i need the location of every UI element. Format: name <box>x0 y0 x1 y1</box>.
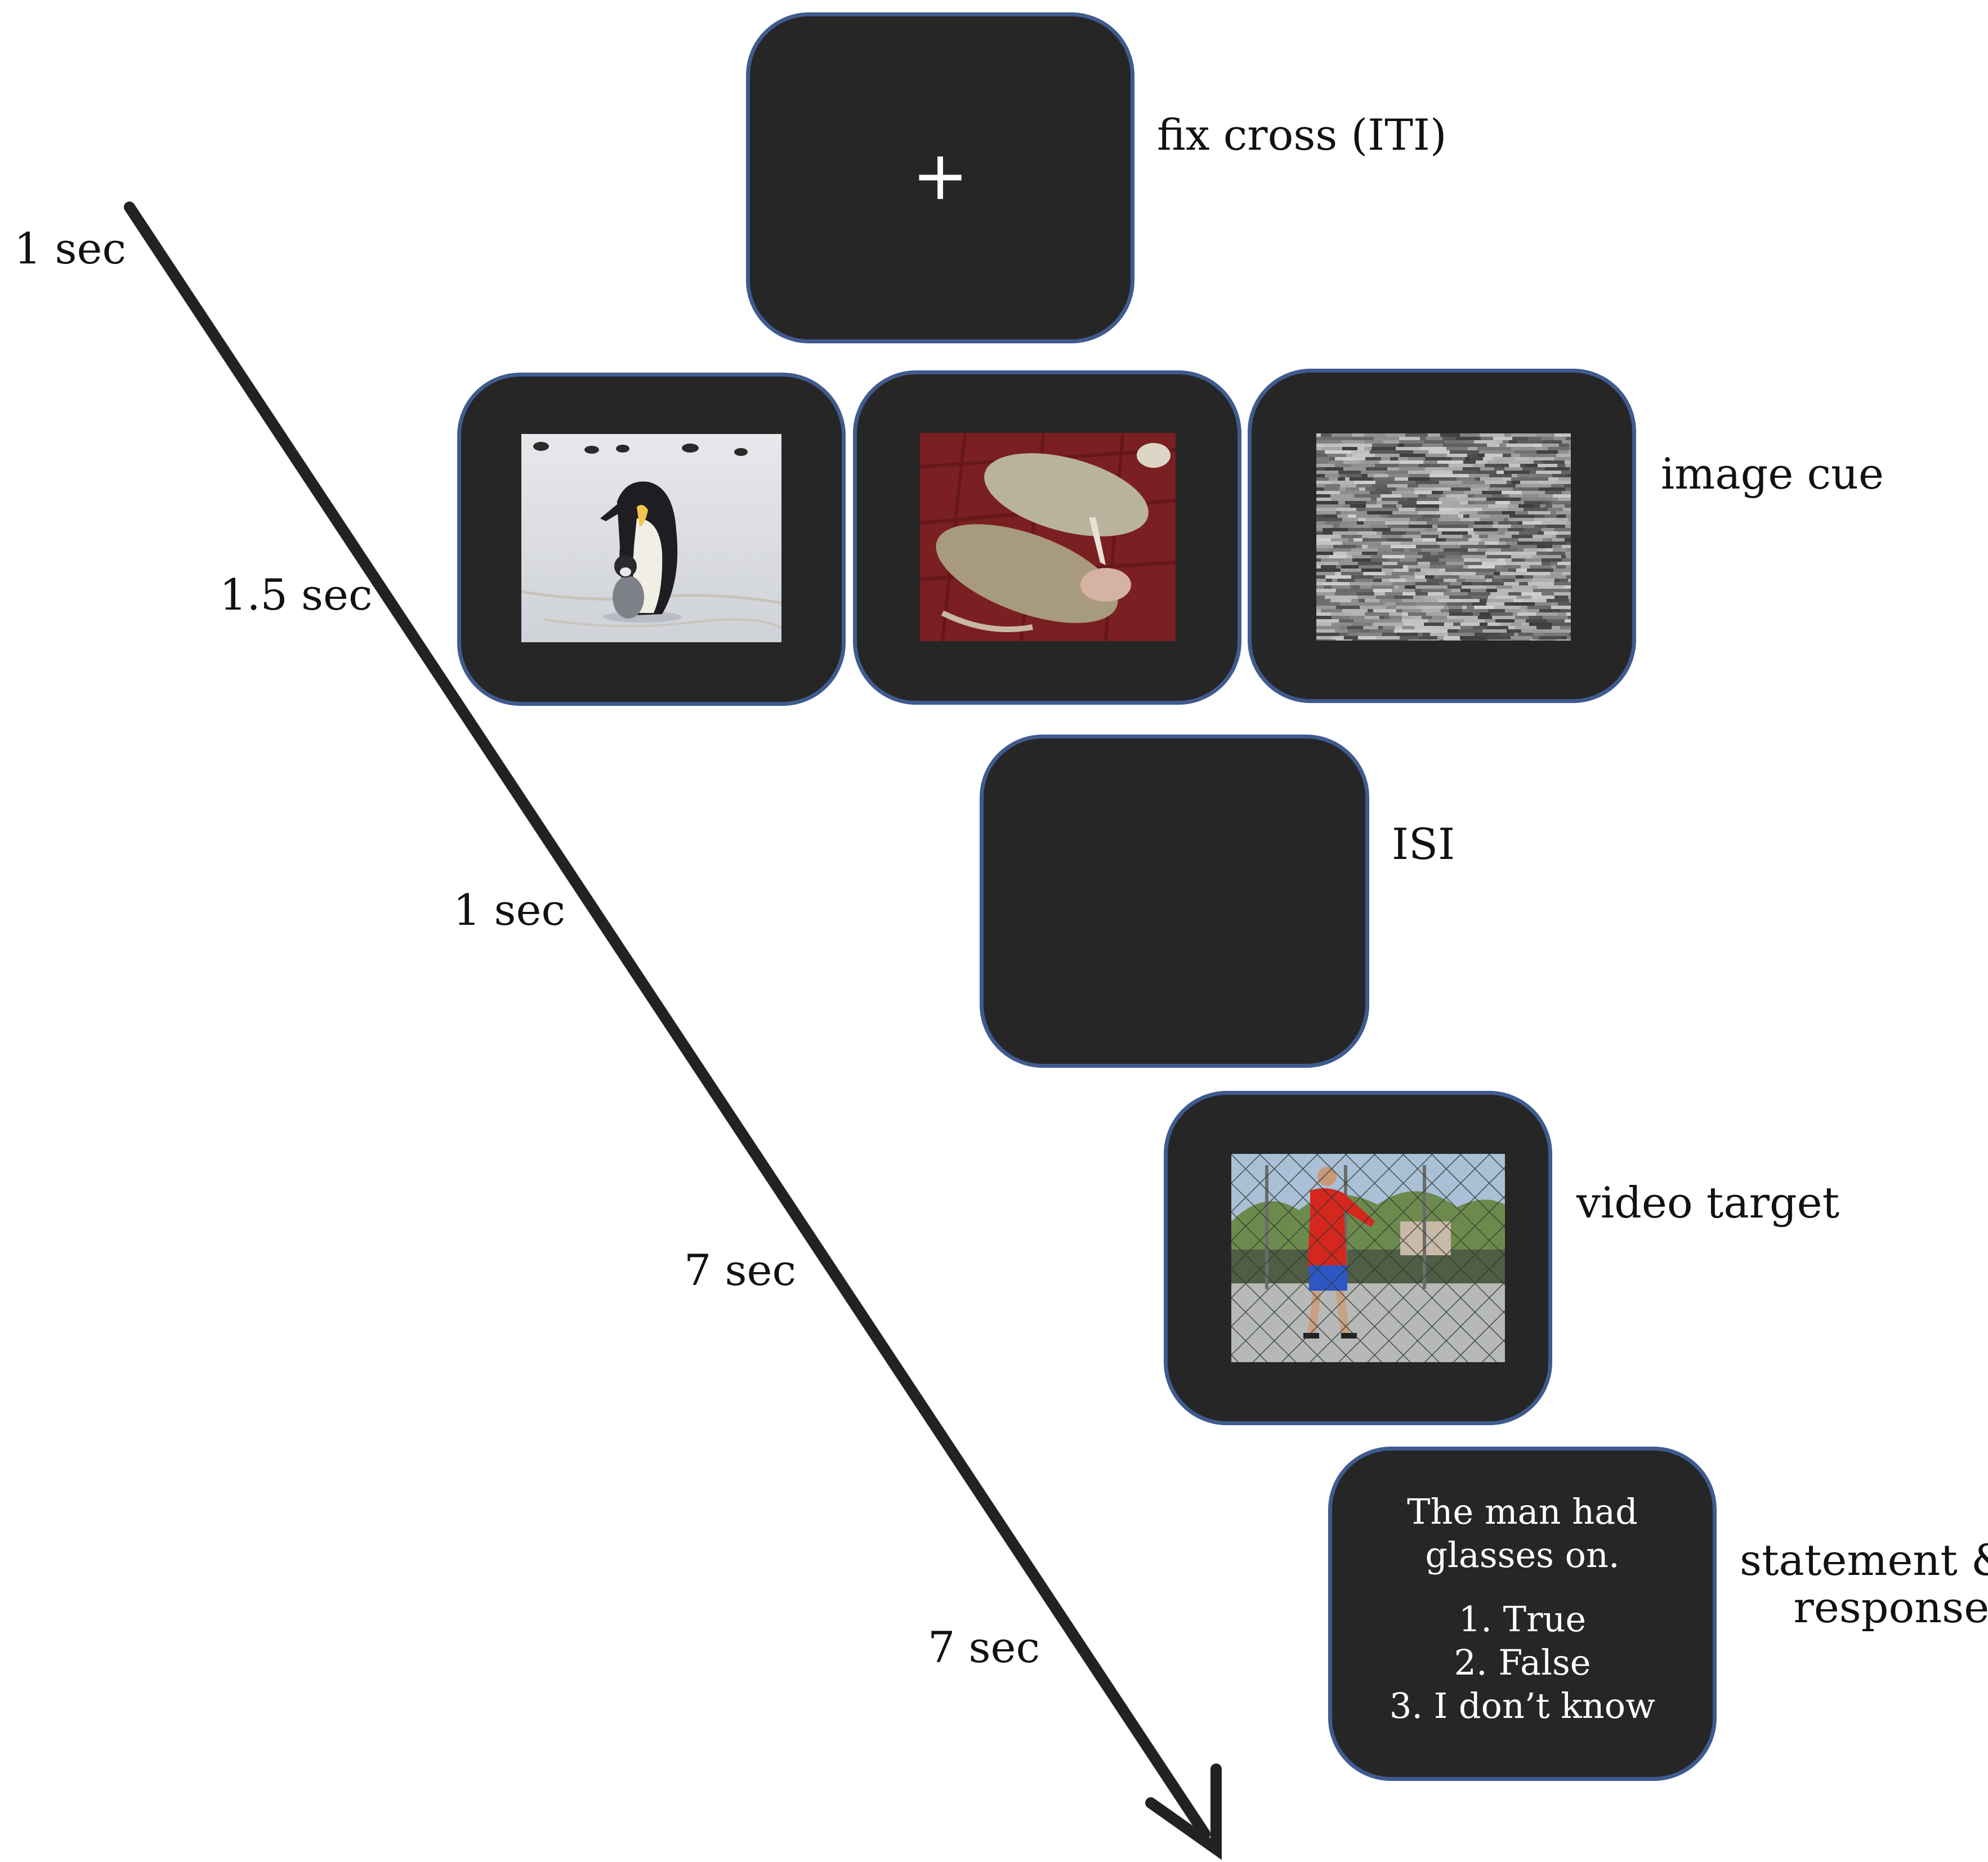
duration-video-target: 7 sec <box>684 1245 797 1295</box>
image-cue-screen-negative <box>853 370 1241 705</box>
response-option-false: 2. False <box>1454 1642 1591 1683</box>
response-option-true: 1. True <box>1458 1599 1587 1640</box>
isi-label: ISI <box>1392 819 1455 869</box>
statement-response-screen: The man had glasses on. 1. True 2. False… <box>1328 1447 1717 1781</box>
video-target-label: video target <box>1576 1178 1840 1228</box>
image-cue-screen-neutral <box>1248 369 1636 703</box>
duration-isi: 1 sec <box>453 885 566 935</box>
man-in-red-jacket-behind-fence-image <box>1231 1154 1505 1362</box>
dead-animals-image <box>920 433 1176 641</box>
statement-response-label-line-1: statement & <box>1740 1535 1988 1585</box>
duration-image-cue: 1.5 sec <box>220 570 373 620</box>
fix-cross-screen: + <box>746 12 1134 343</box>
duration-statement: 7 sec <box>928 1622 1040 1672</box>
fix-cross-label: fix cross (ITI) <box>1157 110 1447 160</box>
penguin-with-chick-image <box>521 434 781 642</box>
image-cue-screen-positive <box>457 373 846 706</box>
isi-screen <box>980 735 1369 1068</box>
response-options: 1. True 2. False 3. I don’t know <box>1332 1597 1713 1727</box>
statement-line-2: glasses on. <box>1425 1534 1620 1575</box>
response-option-dont-know: 3. I don’t know <box>1389 1685 1656 1726</box>
statement-text: The man had glasses on. 1. True 2. False… <box>1332 1490 1713 1727</box>
statement-line-1: The man had <box>1407 1491 1638 1532</box>
statement-response-label: statement & response <box>1740 1537 1988 1631</box>
image-cue-label: image cue <box>1661 449 1884 499</box>
duration-fix-cross: 1 sec <box>14 223 127 274</box>
statement-response-label-line-2: response <box>1793 1582 1988 1632</box>
fixation-cross: + <box>912 137 969 216</box>
video-target-screen <box>1164 1091 1552 1425</box>
scrambled-noise-image <box>1316 433 1571 641</box>
